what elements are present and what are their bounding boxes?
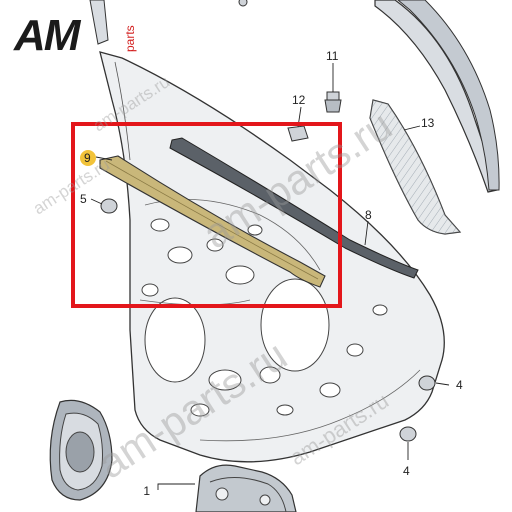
callout-label: 1 [143, 484, 150, 498]
callout-label: 4 [456, 378, 463, 392]
part-13-trim-strip [369, 99, 462, 235]
part-4-plug-upper [418, 375, 436, 391]
part-4-plug-lower [399, 426, 417, 442]
highlight-frame [71, 122, 342, 308]
logo-sub: parts [123, 25, 137, 52]
part-8-window-seal [169, 137, 419, 279]
speaker-cover [49, 399, 113, 501]
part-11-bolt [324, 91, 342, 113]
callouts: 1 4 4 5 8 9 11 12 13 [80, 49, 463, 498]
brand-logo: AM parts [13, 11, 137, 60]
top-hinge-part [89, 0, 248, 45]
callout-label: 9 [84, 151, 91, 165]
callout-label: 12 [292, 93, 306, 107]
callout-9-highlight-marker [80, 150, 96, 166]
callout-label: 11 [326, 49, 339, 63]
callout-label: 5 [80, 192, 87, 206]
leader-lines [90, 63, 450, 490]
part-9-inner-seal-strip [99, 155, 326, 288]
part-5-plug [100, 198, 118, 214]
part-1-lock-mechanism [195, 464, 297, 512]
callout-label: 4 [403, 464, 410, 478]
part-12-clip [287, 125, 309, 142]
logo-mark: AM [13, 11, 82, 60]
callout-label: 8 [365, 208, 372, 222]
callout-label: 13 [421, 116, 435, 130]
door-window-frame [374, 0, 500, 193]
